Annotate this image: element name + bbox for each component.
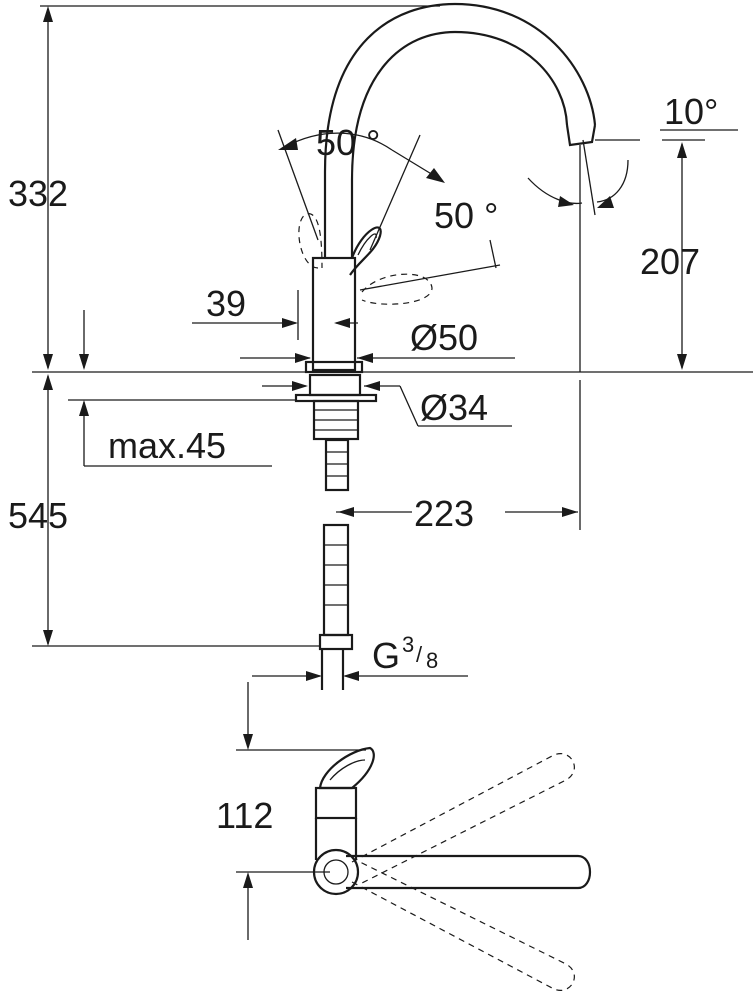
lever-ghost-left xyxy=(298,213,323,269)
tilt-angle-arc-right xyxy=(596,159,629,203)
label-spout-tilt: 10° xyxy=(664,91,718,132)
lever-handle-inner xyxy=(357,233,377,256)
tilt-arrow-right xyxy=(597,196,614,208)
body-top-circle xyxy=(312,848,360,896)
top-view: 112 xyxy=(216,682,592,991)
dim-545-arrow-top xyxy=(43,374,53,390)
dim-39-arrow-left xyxy=(282,318,298,328)
thread-denominator: 8 xyxy=(426,648,438,673)
dim-223-arrow-right xyxy=(562,507,578,517)
label-39: 39 xyxy=(206,283,246,324)
angle-guide-tilt-tick xyxy=(489,239,497,269)
dim-g38-arrow-left xyxy=(306,671,322,681)
label-max45: max.45 xyxy=(108,425,226,466)
spout-inner xyxy=(350,30,569,181)
label-223: 223 xyxy=(414,493,474,534)
angle-guide-tilt xyxy=(359,264,501,291)
thread-slash: / xyxy=(416,642,423,667)
spout-outer xyxy=(323,2,597,173)
thread-numerator: 3 xyxy=(402,632,414,657)
dim-max45-arrow-bottom xyxy=(79,400,89,416)
lever-handle xyxy=(349,226,382,276)
label-thread-g38: G 3 / 8 xyxy=(372,632,438,676)
dim-50-arrow-right xyxy=(357,353,373,363)
faucet-body xyxy=(311,256,357,372)
lever-top-dashed-upper xyxy=(351,753,575,885)
angle-guide-right xyxy=(369,134,421,251)
label-112: 112 xyxy=(216,795,273,836)
label-545: 545 xyxy=(8,495,68,536)
dim-max45-arrow-top xyxy=(79,354,89,370)
mounting-nut xyxy=(308,373,362,397)
shank-threaded xyxy=(324,438,350,492)
dim-g38-arrow-right xyxy=(343,671,359,681)
lever-top-dashed-lower xyxy=(351,861,575,991)
dim-207-arrow-bottom xyxy=(677,354,687,370)
spout-top-body xyxy=(314,786,358,820)
label-207: 207 xyxy=(640,241,700,282)
dim-34-arrow-left xyxy=(292,381,308,391)
angle-arrow-top-left xyxy=(278,138,298,150)
lever-ghost-tilted xyxy=(361,273,433,305)
hose-fitting xyxy=(318,633,354,651)
dim-112-arrow-top xyxy=(243,734,253,750)
label-diameter-34: Ø34 xyxy=(420,387,488,428)
side-elevation: 332 545 207 223 39 Ø50 Ø34 max.45 50 ° 5… xyxy=(8,2,753,690)
label-angle-50-tilt: 50 ° xyxy=(434,195,498,236)
angle-arrow-tilt xyxy=(426,168,445,183)
dim-34-leader xyxy=(399,385,419,427)
body-top-inner xyxy=(323,859,349,885)
dim-545-arrow-bottom xyxy=(43,630,53,646)
spout-aerator xyxy=(565,124,597,147)
supply-hose xyxy=(322,523,350,637)
spout-top-inner xyxy=(329,759,366,781)
label-332: 332 xyxy=(8,173,68,214)
dim-332-arrow-bottom xyxy=(43,354,53,370)
body-base xyxy=(304,360,364,374)
label-angle-50-top: 50 ° xyxy=(316,122,380,163)
spout-top-outline xyxy=(318,746,375,790)
dim-112-arrow-bottom xyxy=(243,872,253,888)
tilt-angle-arc xyxy=(527,177,583,205)
tilt-arrow-left xyxy=(558,196,574,207)
dim-223-arrow-left xyxy=(338,507,354,517)
lever-top-solid xyxy=(346,854,592,890)
thread-prefix: G xyxy=(372,635,400,676)
spout-tilt-line xyxy=(582,139,596,216)
label-diameter-50: Ø50 xyxy=(410,317,478,358)
dim-332-arrow-top xyxy=(43,6,53,22)
dim-50-arrow-left xyxy=(295,353,311,363)
dim-207-arrow-top xyxy=(677,142,687,158)
dim-34-arrow-right xyxy=(364,381,380,391)
dim-39-arrow-right xyxy=(334,318,350,328)
